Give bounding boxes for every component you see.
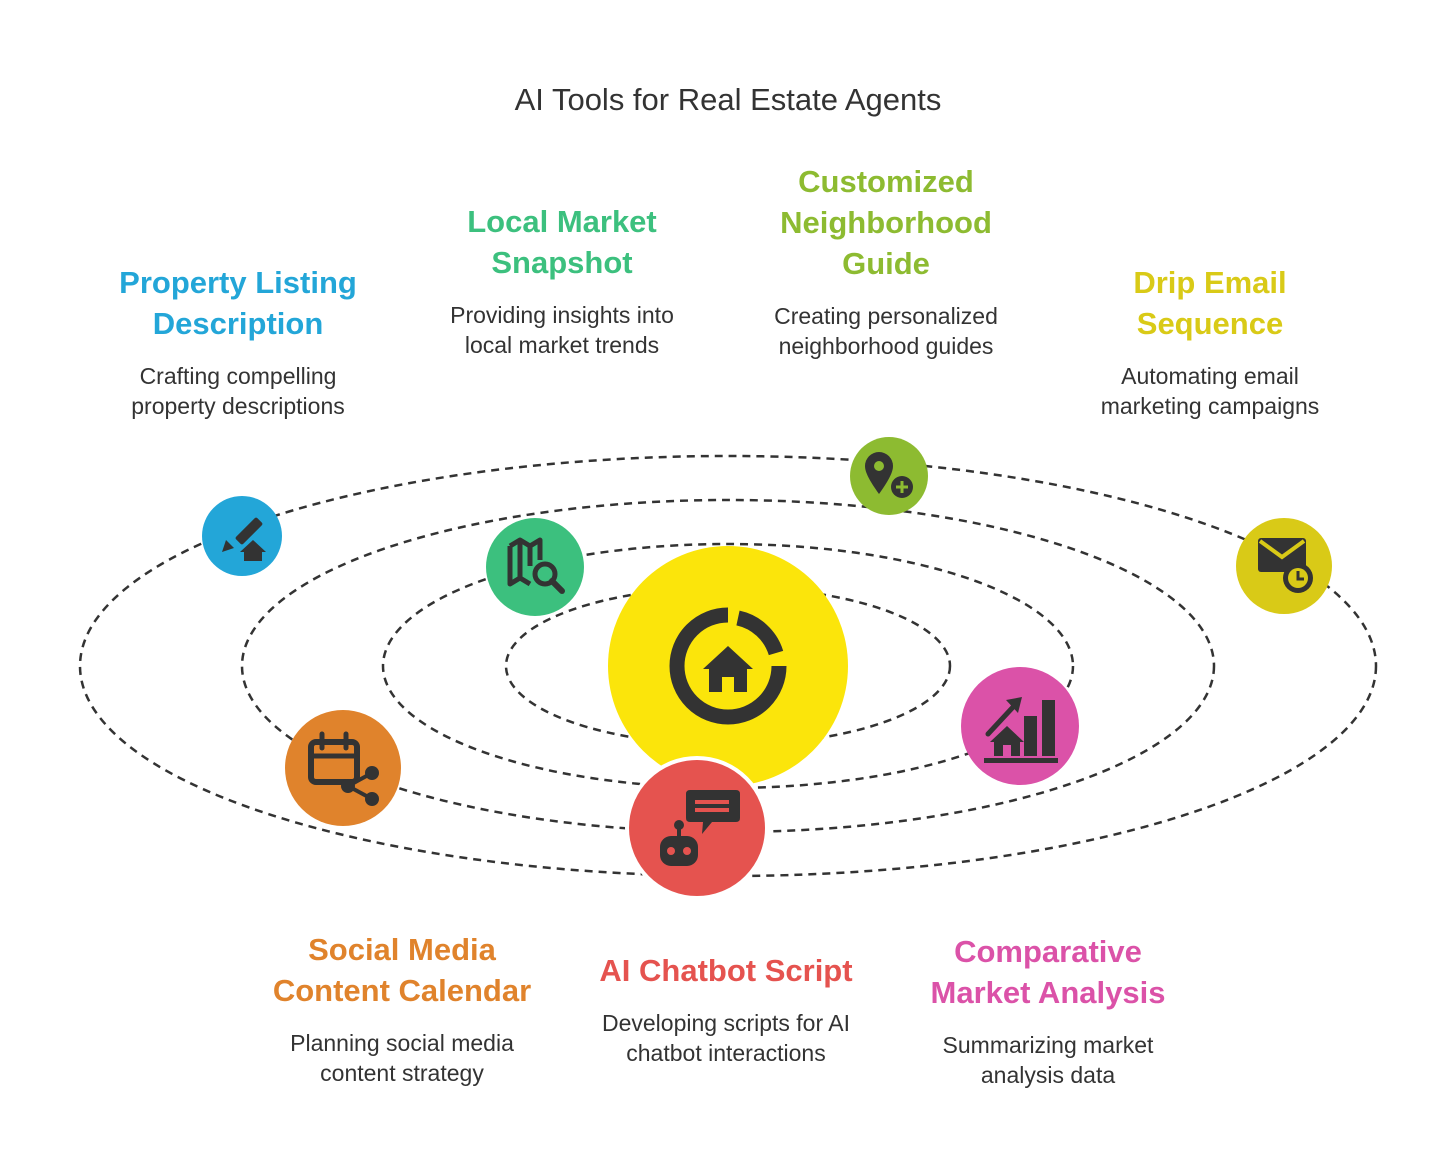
pencil-house-icon bbox=[222, 517, 266, 561]
tool-neighborhood-desc: Creating personalized neighborhood guide… bbox=[774, 303, 998, 359]
tool-social-title: Social Media Content Calendar bbox=[272, 932, 532, 1008]
center-node bbox=[608, 546, 848, 786]
tool-cma-title: Comparative Market Analysis bbox=[930, 934, 1166, 1010]
tool-social: Social Media Content Calendar Planning s… bbox=[222, 929, 582, 1088]
tool-social-desc: Planning social media content strategy bbox=[290, 1030, 514, 1086]
node-cma-circle bbox=[961, 667, 1079, 785]
tool-local-desc: Providing insights into local market tre… bbox=[450, 302, 674, 358]
tool-local: Local Market Snapshot Providing insights… bbox=[382, 201, 742, 360]
chart-house-icon bbox=[984, 697, 1058, 763]
location-plus-icon bbox=[865, 452, 913, 498]
tool-neighborhood-title: Customized Neighborhood Guide bbox=[780, 164, 992, 281]
tool-cma: Comparative Market Analysis Summarizing … bbox=[868, 931, 1228, 1090]
tool-local-title: Local Market Snapshot bbox=[467, 204, 657, 280]
map-search-icon bbox=[507, 537, 565, 594]
tool-neighborhood: Customized Neighborhood Guide Creating p… bbox=[706, 161, 1066, 361]
tool-drip-title: Drip Email Sequence bbox=[1133, 265, 1287, 341]
node-property bbox=[202, 496, 282, 576]
tool-chatbot-title: AI Chatbot Script bbox=[599, 953, 853, 988]
tool-property-title: Property Listing Description bbox=[119, 265, 357, 341]
node-social bbox=[285, 710, 401, 826]
tool-property: Property Listing Description Crafting co… bbox=[58, 262, 418, 421]
node-drip bbox=[1236, 518, 1332, 614]
chatbot-icon bbox=[660, 790, 740, 866]
page-title: AI Tools for Real Estate Agents bbox=[514, 82, 942, 117]
node-social-circle bbox=[285, 710, 401, 826]
node-cma bbox=[961, 667, 1079, 785]
tool-cma-desc: Summarizing market analysis data bbox=[942, 1032, 1154, 1088]
node-chatbot bbox=[625, 756, 769, 900]
orbit-ring-2 bbox=[381, 542, 1075, 790]
node-neighborhood bbox=[850, 437, 928, 515]
house-cycle-icon bbox=[669, 607, 787, 725]
tool-drip-desc: Automating email marketing campaigns bbox=[1100, 363, 1320, 419]
mail-clock-icon bbox=[1258, 538, 1313, 593]
node-chatbot-circle bbox=[625, 756, 769, 900]
node-local bbox=[486, 518, 584, 616]
tool-chatbot: AI Chatbot Script Developing scripts for… bbox=[546, 950, 906, 1068]
tool-drip: Drip Email Sequence Automating email mar… bbox=[1030, 262, 1390, 421]
tool-property-desc: Crafting compelling property description… bbox=[131, 363, 345, 419]
tool-chatbot-desc: Developing scripts for AI chatbot intera… bbox=[601, 1010, 850, 1066]
orbit-ring-3 bbox=[240, 498, 1216, 834]
